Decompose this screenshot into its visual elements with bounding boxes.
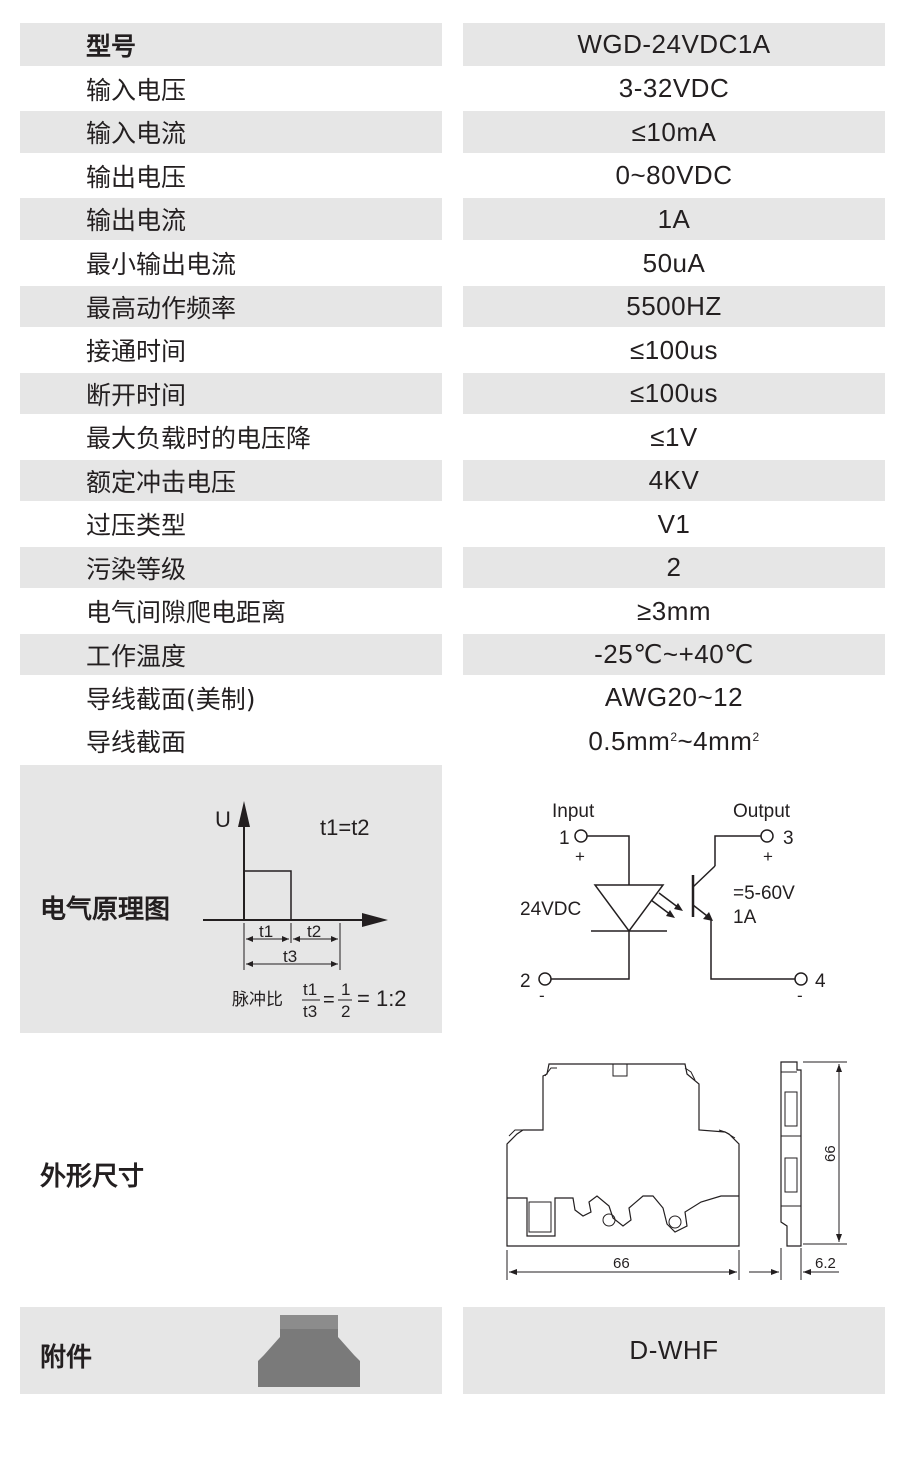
- spec-value: ≤10mA: [463, 111, 885, 153]
- circuit-diagram: Input Output 1 3 + + 2 4 - - 24VDC =5-60…: [520, 801, 826, 1005]
- front-view-outline: [506, 1063, 740, 1247]
- t-axis-arrow: [362, 913, 388, 927]
- spec-label: 工作温度: [20, 634, 442, 675]
- wire-sup1: 2: [670, 730, 678, 744]
- dimensions-right-cell: 66 66 6.2: [463, 1036, 885, 1304]
- spec-label: 额定冲击电压: [20, 460, 442, 501]
- spec-label: 输入电压: [20, 68, 442, 109]
- input-label: Input: [552, 801, 595, 822]
- spec-value: 2: [463, 547, 885, 588]
- dimensions-left-cell: 外形尺寸: [20, 1036, 442, 1304]
- spec-label: 过压类型: [20, 503, 442, 545]
- input-voltage: 24VDC: [520, 899, 581, 920]
- accessory-right-cell: D-WHF: [463, 1307, 885, 1394]
- spec-label: 导线截面(美制): [20, 677, 442, 718]
- plus3: +: [763, 847, 773, 866]
- u-axis-label: U: [215, 807, 231, 832]
- spec-label: 污染等级: [20, 547, 442, 588]
- t1-label: t1: [259, 922, 273, 941]
- spec-label: 型号: [20, 23, 442, 66]
- spec-label-wire-section: 导线截面: [20, 720, 442, 762]
- terminal-3: [760, 829, 774, 843]
- side-view-outline: [780, 1061, 802, 1247]
- dimensions-label: 外形尺寸: [40, 1162, 145, 1192]
- spec-value: WGD-24VDC1A: [463, 23, 885, 66]
- wire-value-part2: ~4mm: [677, 725, 753, 756]
- spec-value: 5500HZ: [463, 286, 885, 327]
- pin2-label: 2: [520, 971, 531, 992]
- spec-value: 4KV: [463, 460, 885, 501]
- led-diode: [593, 884, 665, 933]
- terminal-2: [538, 972, 552, 986]
- schematic-label: 电气原理图: [40, 895, 171, 925]
- plus1: +: [575, 847, 585, 866]
- terminal-4: [794, 972, 808, 986]
- minus4: -: [797, 986, 803, 1005]
- schematic-left-cell: 电气原理图 U t1=t2 t1 t2 t3 脉冲比 t1 t3 = 1 2: [20, 765, 442, 1033]
- depth-value: 6.2: [815, 1255, 836, 1272]
- spec-value: 3-32VDC: [463, 68, 885, 109]
- dimension-drawing: 66 66 6.2: [506, 1061, 847, 1280]
- spec-label: 输出电压: [20, 155, 442, 196]
- pin3-label: 3: [783, 828, 794, 849]
- frac1-den: t3: [303, 1002, 317, 1021]
- wire-sup2: 2: [752, 730, 760, 744]
- frac1-num: t1: [303, 980, 317, 999]
- ratio-prefix: 脉冲比: [232, 990, 283, 1010]
- frac2-num: 1: [341, 980, 350, 999]
- ratio-result: = 1:2: [357, 986, 407, 1011]
- terminal-1: [574, 829, 588, 843]
- output-voltage: =5-60V: [733, 883, 795, 904]
- width-value: 66: [613, 1255, 630, 1272]
- accessory-value: D-WHF: [629, 1335, 719, 1365]
- schematic-right-cell: Input Output 1 3 + + 2 4 - - 24VDC =5-60…: [463, 765, 885, 1033]
- spec-label: 断开时间: [20, 373, 442, 414]
- pin4-label: 4: [815, 971, 826, 992]
- pulse-waveform: [244, 870, 292, 920]
- spec-value: 50uA: [463, 242, 885, 284]
- timing-diagram: U t1=t2 t1 t2 t3 脉冲比 t1 t3 = 1 2 = 1:2: [203, 801, 407, 1021]
- height-value: 66: [822, 1145, 839, 1162]
- wire-value-part1: 0.5mm: [588, 725, 671, 756]
- spec-value: ≤100us: [463, 373, 885, 414]
- spec-value: V1: [463, 503, 885, 545]
- pin1-label: 1: [559, 828, 570, 849]
- accessory-left-cell: 附件: [20, 1307, 442, 1394]
- minus2: -: [539, 986, 545, 1005]
- accessory-label: 附件: [40, 1343, 93, 1373]
- t2-label: t2: [307, 922, 321, 941]
- spec-label: 最大负载时的电压降: [20, 416, 442, 458]
- accessory-image: [258, 1315, 360, 1387]
- spec-value: ≤1V: [463, 416, 885, 458]
- u-axis-arrow: [238, 801, 250, 827]
- spec-label: 电气间隙爬电距离: [20, 590, 442, 632]
- output-current: 1A: [733, 907, 757, 928]
- spec-label: 输出电流: [20, 198, 442, 240]
- spec-label: 输入电流: [20, 111, 442, 153]
- spec-value: 0~80VDC: [463, 155, 885, 196]
- t3-label: t3: [283, 947, 297, 966]
- spec-value: -25℃~+40℃: [463, 634, 885, 675]
- spec-label: 接通时间: [20, 329, 442, 371]
- frac-eq: =: [323, 989, 335, 1011]
- spec-value: AWG20~12: [463, 677, 885, 718]
- spec-value: 1A: [463, 198, 885, 240]
- spec-label: 最高动作频率: [20, 286, 442, 327]
- frac2-den: 2: [341, 1002, 350, 1021]
- spec-value: ≤100us: [463, 329, 885, 371]
- spec-value: ≥3mm: [463, 590, 885, 632]
- output-label: Output: [733, 801, 791, 822]
- t-equation: t1=t2: [320, 815, 370, 840]
- spec-label: 最小输出电流: [20, 242, 442, 284]
